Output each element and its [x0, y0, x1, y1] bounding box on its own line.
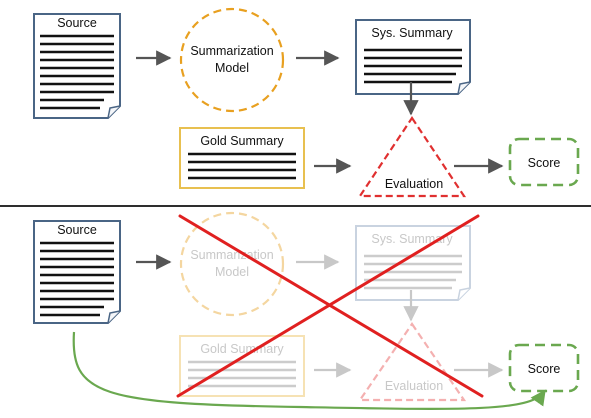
- source-label: Source: [57, 16, 97, 30]
- score-label: Score: [528, 156, 561, 170]
- bottom-source-document: Source: [33, 220, 121, 324]
- bottom-model-label-line1: Summarization: [190, 248, 273, 262]
- bottom-model-label-line2: Model: [215, 265, 249, 279]
- red-cross-mark: [176, 214, 484, 398]
- bottom-score-box: Score: [508, 343, 580, 393]
- bottom-arrows: [136, 254, 504, 378]
- gold-summary-document: Gold Summary: [179, 127, 305, 189]
- summarization-model: Summarization Model: [179, 7, 285, 113]
- gold-summary-label: Gold Summary: [200, 134, 284, 148]
- bottom-gold-summary-label: Gold Summary: [200, 342, 284, 356]
- source-document: Source: [33, 13, 121, 119]
- sys-summary-document: Sys. Summary: [355, 19, 471, 95]
- bottom-evaluation-label: Evaluation: [385, 379, 443, 393]
- model-label-line1: Summarization: [190, 44, 273, 58]
- bottom-source-label: Source: [57, 223, 97, 237]
- bottom-gold-summary-faded: Gold Summary: [179, 335, 305, 397]
- score-box: Score: [508, 137, 580, 187]
- bottom-evaluation-faded: Evaluation: [357, 322, 467, 402]
- evaluation-label: Evaluation: [385, 177, 443, 191]
- top-panel: Source Summarization Model Sys. Summary: [33, 7, 580, 198]
- evaluation-triangle: Evaluation: [357, 116, 467, 198]
- model-label-line2: Model: [215, 61, 249, 75]
- direct-source-to-score-arrow: [72, 331, 546, 410]
- bottom-panel: Source Summarization Model Sys. Summary: [33, 211, 580, 410]
- bottom-summarization-model-faded: Summarization Model: [179, 211, 285, 317]
- sys-summary-label: Sys. Summary: [371, 26, 453, 40]
- bottom-sys-summary-faded: Sys. Summary: [355, 225, 471, 301]
- top-arrows: [136, 50, 504, 174]
- bottom-score-label: Score: [528, 362, 561, 376]
